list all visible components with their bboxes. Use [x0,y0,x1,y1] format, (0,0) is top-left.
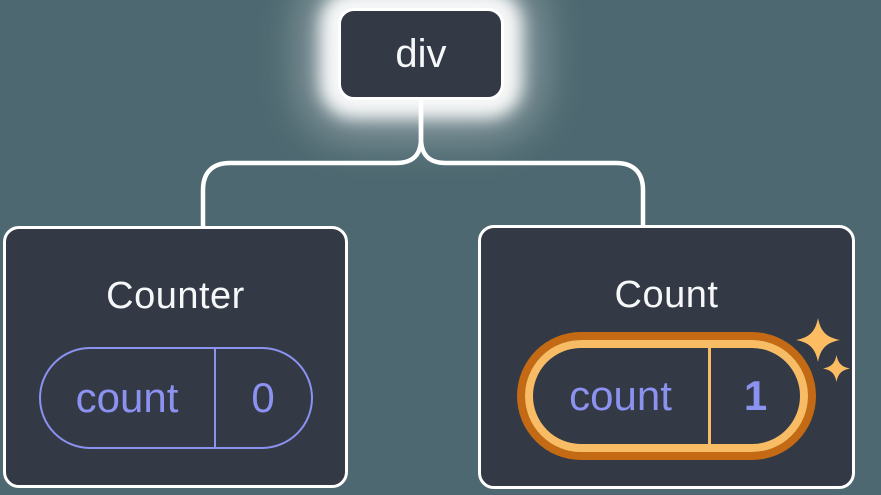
state-value: 1 [708,348,800,444]
component-card-count: Count count 1 [478,225,855,489]
state-key: count [75,374,179,421]
root-node-div: div [338,8,504,100]
root-node-label: div [395,31,447,76]
state-pill-highlighted: count 1 [525,340,808,452]
component-title: Counter [106,275,245,317]
component-title: Count [614,274,719,316]
state-value: 0 [213,349,311,447]
connector-right-branch [418,101,646,228]
state-key: count [569,372,672,419]
state-pill: count 0 [38,347,313,449]
sparkle-icon-small [823,355,850,382]
connector-left-branch [200,97,424,229]
sparkle-icon [796,318,840,362]
component-card-counter: Counter count 0 [3,226,348,488]
